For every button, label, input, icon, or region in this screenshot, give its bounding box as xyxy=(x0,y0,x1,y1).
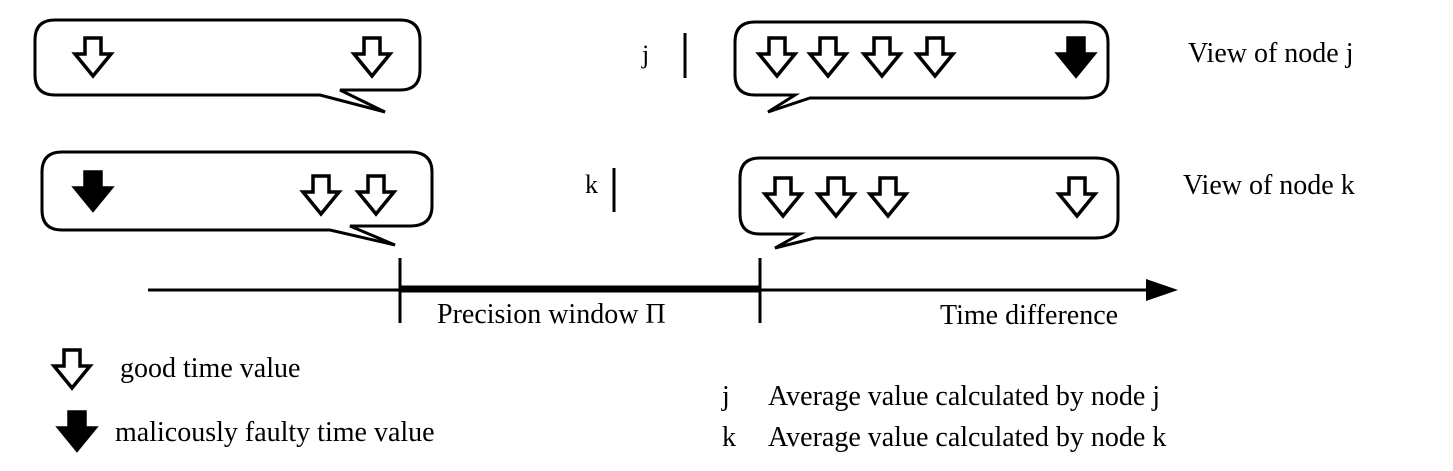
faulty-value-arrow-icon xyxy=(1056,36,1096,78)
good-value-arrow-icon xyxy=(1057,176,1097,218)
legend-faulty-arrow-icon xyxy=(57,410,97,452)
avg-marker-j-label: j xyxy=(641,40,649,69)
good-value-arrow-icon xyxy=(757,36,797,78)
view-node-j-label: View of node j xyxy=(1188,38,1354,69)
good-value-arrow-icon xyxy=(356,174,396,216)
good-value-arrow-icon xyxy=(763,176,803,218)
good-value-arrow-icon xyxy=(808,36,848,78)
faulty-value-arrow-icon xyxy=(73,170,113,212)
good-value-arrow-icon xyxy=(862,36,902,78)
good-value-arrow-icon xyxy=(352,36,392,78)
left-bubble-node-j xyxy=(33,18,422,114)
legend-avg-j-label: Average value calculated by node j xyxy=(768,381,1160,412)
legend-avg-j-symbol: j xyxy=(721,381,730,412)
good-value-arrow-icon xyxy=(73,36,113,78)
good-value-arrow-icon xyxy=(816,176,856,218)
legend-avg-k-label: Average value calculated by node k xyxy=(768,422,1166,453)
legend-faulty-label: malicously faulty time value xyxy=(115,417,435,448)
legend: good time value malicously faulty time v… xyxy=(52,348,1166,453)
time-difference-label: Time difference xyxy=(940,300,1118,331)
good-value-arrow-icon xyxy=(915,36,955,78)
legend-good-label: good time value xyxy=(120,353,300,384)
left-bubble-node-k xyxy=(40,150,434,247)
row-node-k: k View of node k xyxy=(40,150,1355,250)
right-bubble-node-j xyxy=(733,20,1110,114)
good-value-arrow-icon xyxy=(868,176,908,218)
time-axis: Precision window Π Time difference xyxy=(148,258,1178,331)
legend-good-arrow-icon xyxy=(52,348,92,390)
precision-window-label: Precision window Π xyxy=(437,299,666,330)
row-node-j: j View of node j xyxy=(33,18,1354,114)
avg-marker-k-label: k xyxy=(585,170,598,199)
right-bubble-node-k xyxy=(738,156,1120,250)
axis-arrowhead-icon xyxy=(1146,279,1178,301)
legend-avg-k-symbol: k xyxy=(722,422,736,453)
good-value-arrow-icon xyxy=(301,174,341,216)
view-node-k-label: View of node k xyxy=(1183,170,1355,201)
